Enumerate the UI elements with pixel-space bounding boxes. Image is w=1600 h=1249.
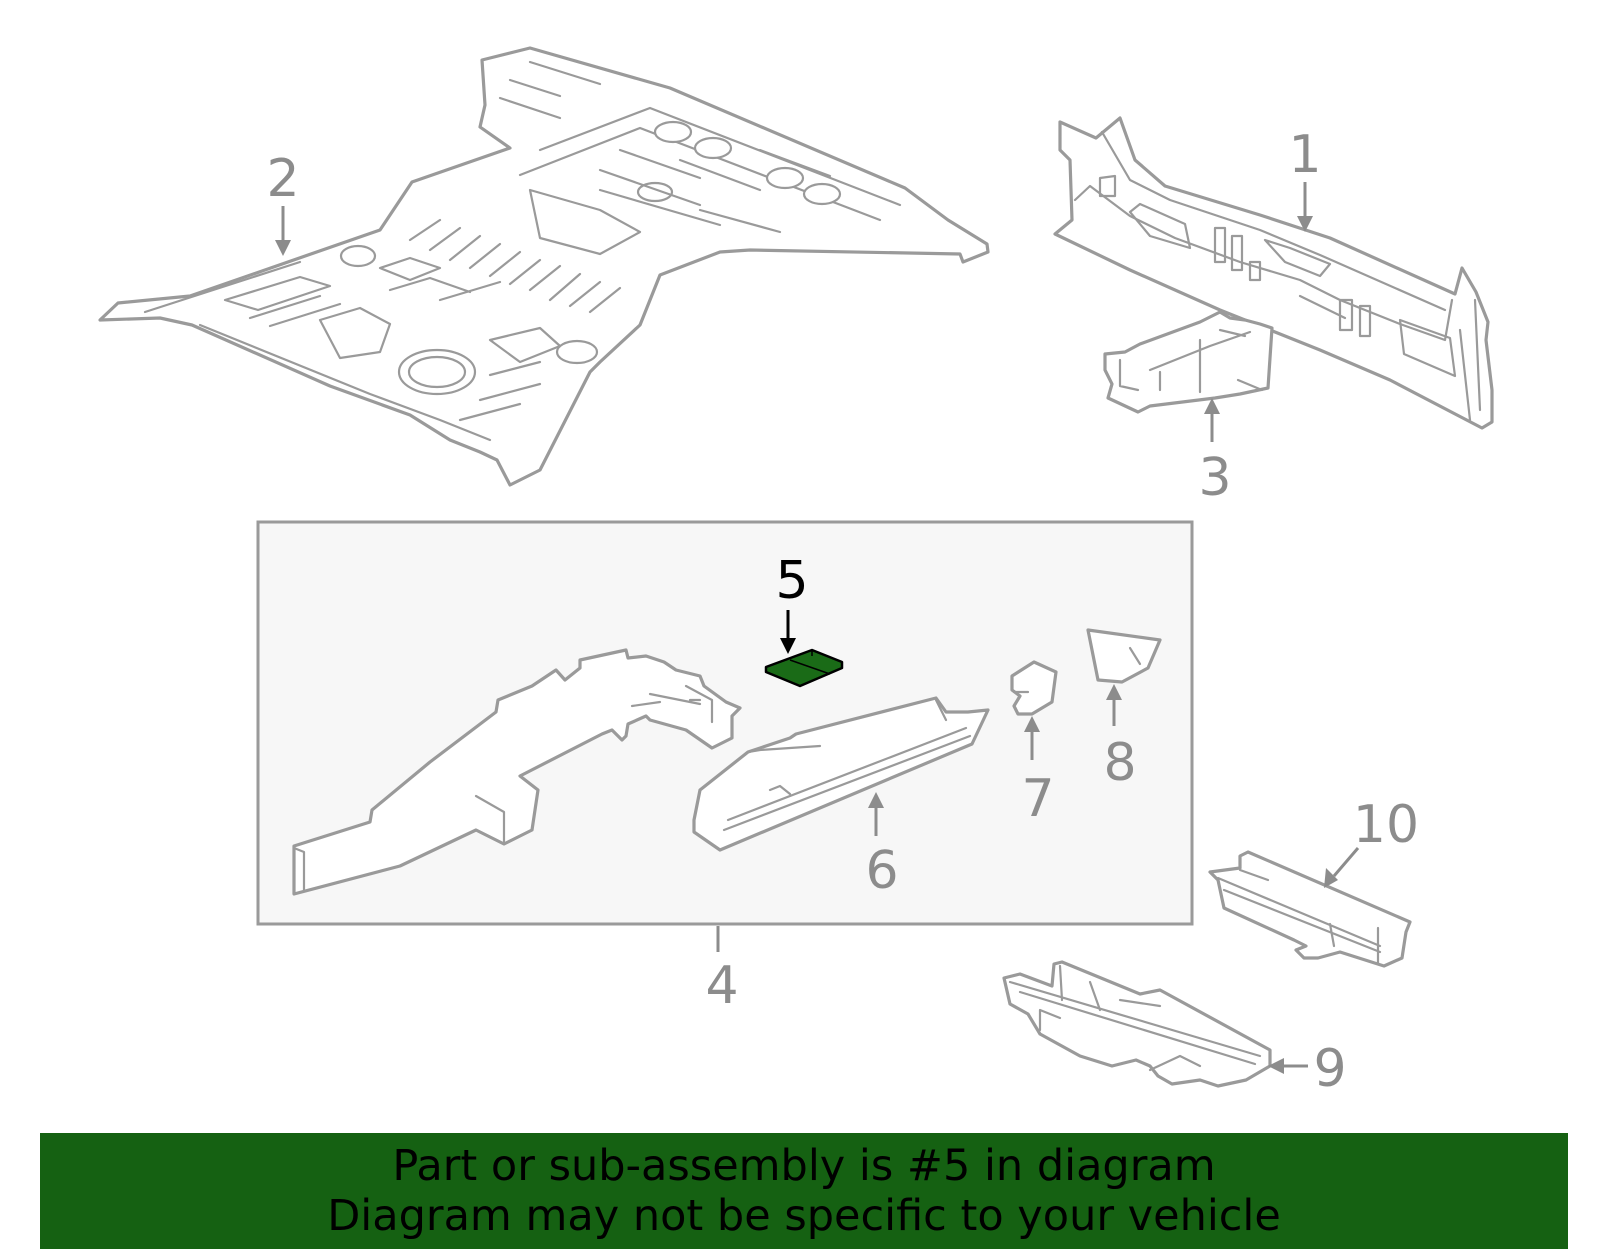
callout-10-leader xyxy=(1332,847,1360,877)
callout-1-arrow xyxy=(1297,216,1313,232)
callout-10: 10 xyxy=(1324,795,1419,888)
banner-line-2: Diagram may not be specific to your vehi… xyxy=(327,1191,1281,1241)
callout-1-label: 1 xyxy=(1288,125,1321,185)
part-3-bracket xyxy=(1103,310,1274,414)
callout-3-label: 3 xyxy=(1198,448,1231,508)
part-5-highlighted-plate xyxy=(764,648,844,688)
part-7-small-bracket xyxy=(1010,660,1058,716)
part-6-side-member xyxy=(692,696,990,852)
callout-10-label: 10 xyxy=(1353,795,1419,855)
callout-9: 9 xyxy=(1268,1039,1347,1099)
callout-2-label: 2 xyxy=(266,149,299,209)
part-2-rear-floor-pan xyxy=(98,46,990,487)
callout-4-label: 4 xyxy=(705,956,738,1016)
callout-10-arrow xyxy=(1324,868,1338,888)
callout-6: 6 xyxy=(865,792,899,901)
callout-8-arrow xyxy=(1106,684,1122,700)
callout-7-arrow xyxy=(1024,716,1040,732)
callout-2-arrow xyxy=(275,240,291,256)
part-1-rear-panel xyxy=(1053,116,1494,430)
callout-3: 3 xyxy=(1198,398,1232,508)
callout-5-arrow xyxy=(780,638,796,654)
part-10-crossmember xyxy=(1208,850,1412,968)
part-9-crossmember xyxy=(1002,960,1272,1088)
callout-9-arrow xyxy=(1268,1058,1284,1074)
callout-2: 2 xyxy=(266,149,300,256)
callout-1: 1 xyxy=(1288,125,1322,232)
callout-6-arrow xyxy=(868,792,884,808)
callout-8-label: 8 xyxy=(1103,733,1136,793)
callout-4: 4 xyxy=(705,926,739,1016)
part-8-gusset xyxy=(1086,628,1162,684)
banner-line-1: Part or sub-assembly is #5 in diagram xyxy=(392,1141,1216,1191)
callout-5: 5 xyxy=(775,551,809,654)
callout-3-arrow xyxy=(1204,398,1220,414)
callout-9-label: 9 xyxy=(1313,1039,1346,1099)
callout-8: 8 xyxy=(1103,684,1137,793)
info-banner: Part or sub-assembly is #5 in diagram Di… xyxy=(40,1133,1568,1249)
callout-5-label: 5 xyxy=(775,551,808,611)
part-4-rear-frame-rail xyxy=(292,648,742,896)
callout-7-label: 7 xyxy=(1021,769,1054,829)
callout-7: 7 xyxy=(1021,716,1055,829)
callout-6-label: 6 xyxy=(865,841,898,901)
